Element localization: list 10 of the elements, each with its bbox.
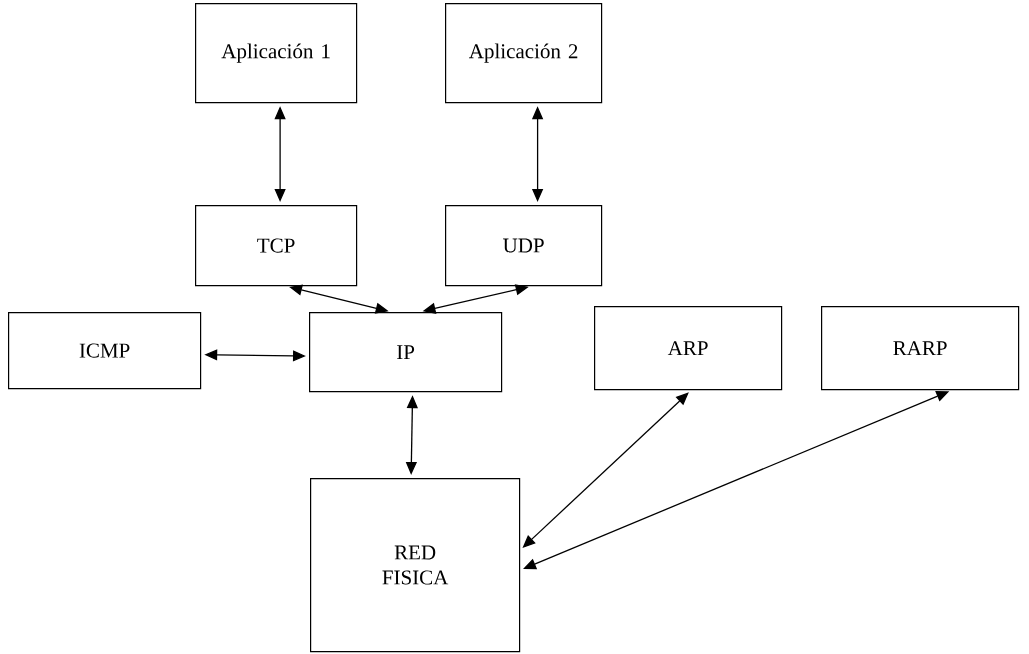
layer-box: RED FISICA (310, 478, 521, 653)
layer-box: IP (309, 312, 503, 393)
layer-box: TCP (195, 205, 358, 287)
arrow (522, 392, 689, 548)
layer-box: RARP (821, 306, 1020, 391)
layer-box: UDP (445, 205, 603, 287)
layer-box: Aplicación 1 (195, 3, 358, 104)
layer-box: Aplicación 2 (445, 3, 603, 104)
layer-box: ARP (594, 306, 783, 391)
layer-box: ICMP (8, 312, 202, 390)
